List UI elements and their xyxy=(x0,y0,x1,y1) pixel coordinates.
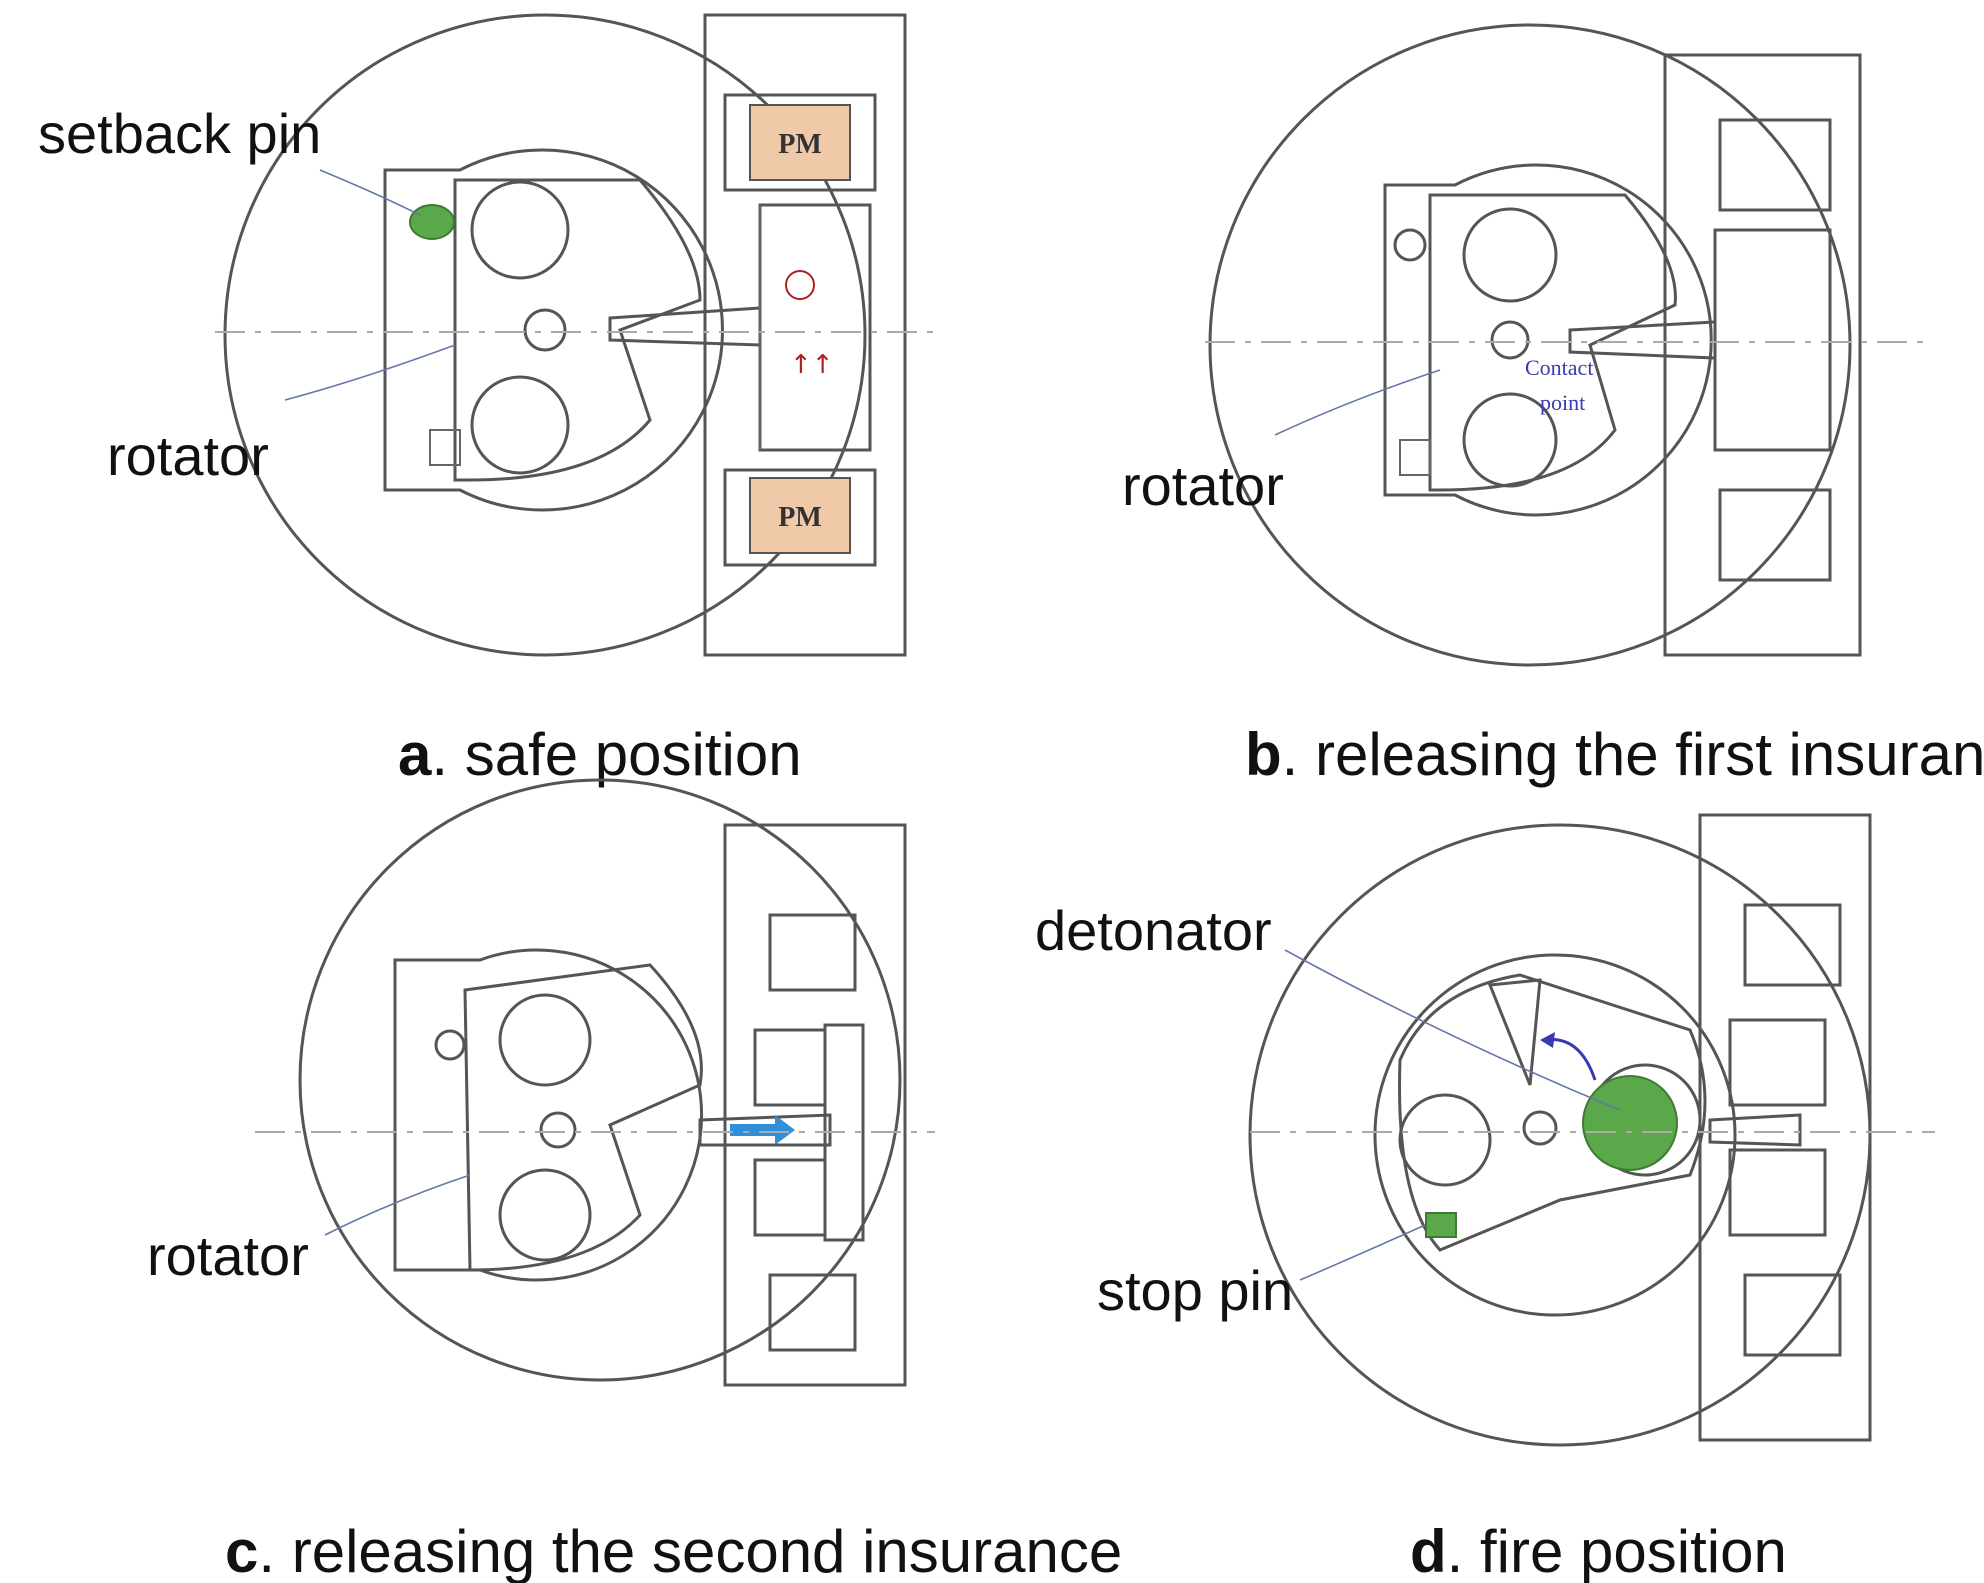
setback-pin-released xyxy=(434,1029,466,1061)
caption-b: b. releasing the first insurance xyxy=(1245,721,1984,788)
mid-cavity-lower xyxy=(753,1158,827,1237)
caption-a: a. safe position xyxy=(398,721,802,788)
rotator xyxy=(463,963,703,1272)
lower-cavity xyxy=(768,1273,857,1352)
mid-cavity-lower xyxy=(1728,1148,1827,1237)
upper-cavity xyxy=(1743,903,1842,987)
upper-cavity xyxy=(1718,118,1832,212)
rotator-leader-c xyxy=(324,1174,471,1236)
caption-c: c. releasing the second insurance xyxy=(225,1518,1122,1583)
label-detonator: detonator xyxy=(1035,899,1272,962)
rotator xyxy=(1398,973,1707,1252)
stopper-block xyxy=(429,429,461,466)
setback-pin xyxy=(409,204,455,240)
rotator-pivot xyxy=(1522,1110,1558,1146)
detonator-leader xyxy=(1284,949,1621,1111)
panel-a: PM PM ↑↑ setback pin rotator a. safe pos… xyxy=(38,13,940,788)
label-setback-pin: setback pin xyxy=(38,102,321,165)
lower-cavity xyxy=(1718,488,1832,582)
rotator-hole-lower xyxy=(1462,392,1558,488)
rotator-slot xyxy=(1487,978,1542,1086)
panel-b: Contact point rotator b. releasing the f… xyxy=(1122,23,1984,788)
contact-point-label-1: Contact xyxy=(1525,355,1593,380)
pm-label-upper: PM xyxy=(778,129,822,160)
detonator xyxy=(1582,1075,1678,1171)
label-rotator-a: rotator xyxy=(107,424,269,487)
rotator-hole-lower xyxy=(470,375,570,475)
slider-housing xyxy=(723,823,907,1387)
slider-pin xyxy=(1568,320,1717,360)
rotator-hole-lower xyxy=(498,1168,592,1262)
upper-cavity xyxy=(768,913,857,992)
lower-cavity xyxy=(1743,1273,1842,1357)
rotator-cavity xyxy=(1373,953,1737,1317)
panel-d: detonator stop pin d. fire position xyxy=(1035,813,1935,1583)
pm-label-lower: PM xyxy=(778,502,822,533)
rotation-arrowhead xyxy=(1540,1032,1555,1048)
rotator-pivot xyxy=(539,1111,577,1149)
rotator-cavity xyxy=(383,148,724,512)
mr-fluid-chamber xyxy=(758,203,872,452)
force-arrow-up: ↑↑ xyxy=(790,350,834,380)
rotator-hole-upper xyxy=(1462,207,1558,303)
pm-box-upper xyxy=(749,104,851,181)
mid-cavity-upper xyxy=(753,1028,827,1107)
housing-body xyxy=(1248,823,1872,1447)
rotator-hole xyxy=(1398,1093,1492,1187)
stopper-block xyxy=(1399,439,1431,476)
caption-d: d. fire position xyxy=(1410,1518,1787,1583)
stop-pin-leader xyxy=(1299,1224,1426,1281)
contact-point-label-2: point xyxy=(1540,390,1585,415)
setback-pin-released xyxy=(1393,228,1427,262)
rotator-pivot xyxy=(523,308,567,352)
particle-marker xyxy=(785,270,815,300)
housing-body xyxy=(1208,23,1852,667)
label-rotator-c: rotator xyxy=(147,1224,309,1287)
upper-pm-cavity xyxy=(723,93,877,192)
rotator-leader-b xyxy=(1274,369,1441,436)
rotator-pivot xyxy=(1490,320,1530,360)
rotator-leader-a xyxy=(284,344,456,401)
rotator xyxy=(453,178,702,482)
mr-fluid-chamber xyxy=(1713,228,1832,452)
slider-pin xyxy=(1708,1113,1802,1147)
label-rotator-b: rotator xyxy=(1122,454,1284,517)
motion-arrow xyxy=(730,1115,795,1145)
rotator-cavity xyxy=(1383,163,1713,517)
pm-box-lower xyxy=(749,477,851,554)
panel-c: rotator c. releasing the second insuranc… xyxy=(147,778,1122,1583)
lower-pm-cavity xyxy=(723,468,877,567)
mid-cavity-upper xyxy=(1728,1018,1827,1107)
rotator-hole-upper xyxy=(470,180,570,280)
label-stop-pin: stop pin xyxy=(1097,1259,1293,1322)
slider-housing xyxy=(703,13,907,657)
slider-pin xyxy=(698,1113,832,1147)
housing-body xyxy=(298,778,902,1382)
setback-pin-leader xyxy=(319,169,421,216)
housing-body xyxy=(223,13,867,657)
stop-pin xyxy=(1425,1212,1457,1238)
rotator xyxy=(1428,193,1677,492)
rotator-hole-upper xyxy=(498,993,592,1087)
